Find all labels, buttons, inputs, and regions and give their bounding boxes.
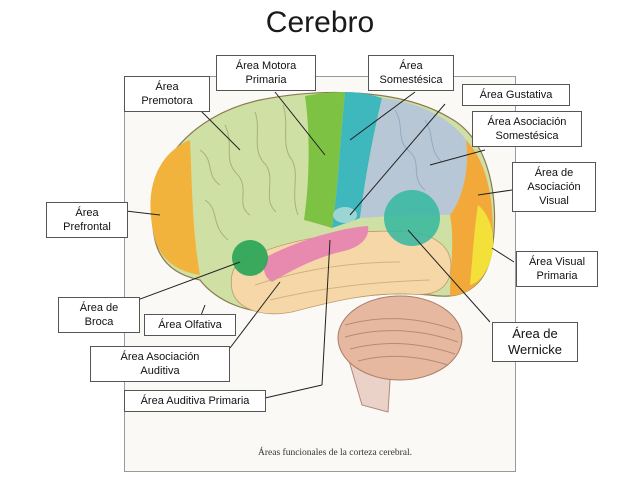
prefrontal-region [150, 140, 200, 275]
label-asociacion-somestesica: Área Asociación Somestésica [472, 111, 582, 147]
auditory-region [263, 226, 369, 282]
label-gustativa: Área Gustativa [462, 84, 570, 106]
label-asociacion-auditiva: Área Asociación Auditiva [90, 346, 230, 382]
label-olfativa: Área Olfativa [144, 314, 236, 336]
label-broca: Área de Broca [58, 297, 140, 333]
wernicke-area [384, 190, 440, 246]
label-somestesica: Área Somestésica [368, 55, 454, 91]
visual-primary-region [470, 205, 494, 285]
figure-caption: Áreas funcionales de la corteza cerebral… [258, 448, 413, 458]
label-visual-primaria: Área Visual Primaria [516, 251, 598, 287]
motor-region [304, 92, 345, 228]
gustatory-area [333, 207, 357, 223]
broca-area [232, 240, 268, 276]
label-motora: Área Motora Primaria [216, 55, 316, 91]
label-prefrontal: Área Prefrontal [46, 202, 128, 238]
somatosensory-association-region [360, 98, 468, 218]
page-title: Cerebro [265, 6, 375, 39]
label-wernicke: Área de Wernicke [492, 322, 578, 362]
label-premotora: Área Premotora [124, 76, 210, 112]
label-auditiva-primaria: Área Auditiva Primaria [124, 390, 266, 412]
label-asociacion-visual: Área de Asociación Visual [512, 162, 596, 212]
